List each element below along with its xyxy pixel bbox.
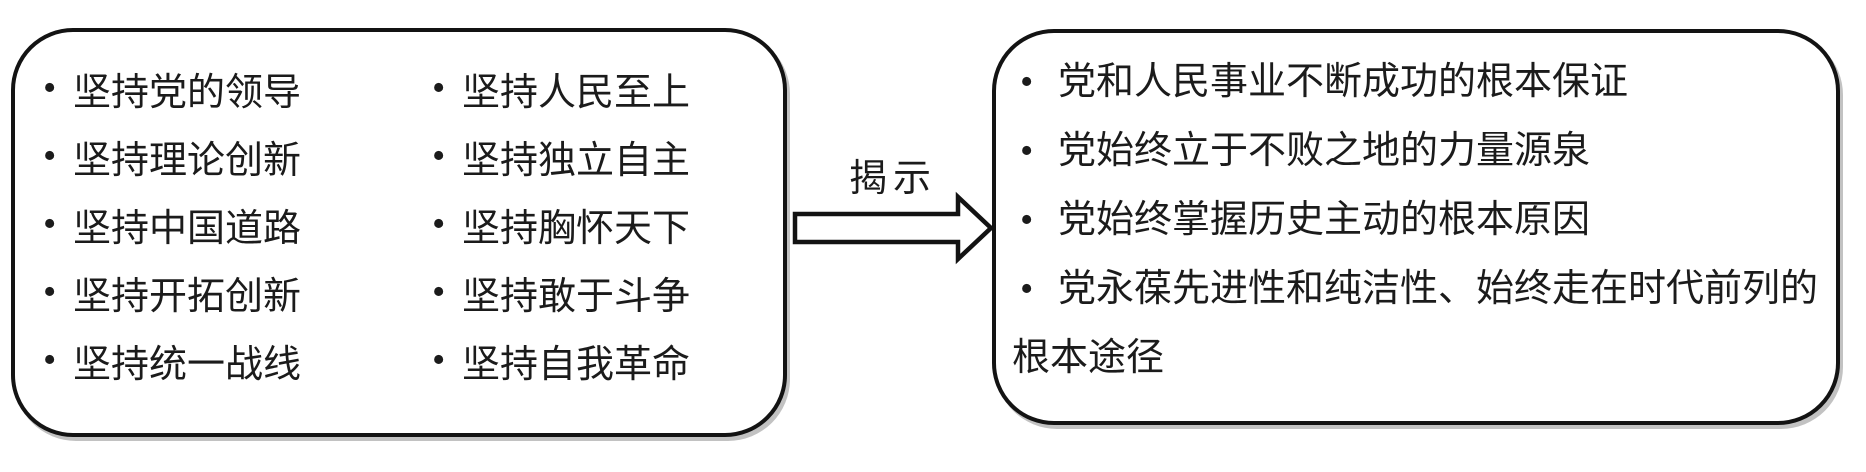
list-item-label: 坚持胸怀天下 xyxy=(462,207,691,250)
list-item-label: 坚持自我革命 xyxy=(462,343,691,386)
list-item: • 坚持自我革命 xyxy=(432,326,690,394)
right-arrow-icon xyxy=(792,191,995,265)
list-item-label: 坚持开拓创新 xyxy=(73,275,302,318)
list-item-label: 坚持独立自主 xyxy=(462,139,691,182)
list-item-label: 坚持党的领导 xyxy=(73,71,302,114)
list-item: • 坚持理论创新 xyxy=(43,122,389,190)
list-item-label: 坚持统一战线 xyxy=(73,343,302,386)
list-item-label: 坚持人民至上 xyxy=(462,71,691,114)
bullet-icon: • xyxy=(43,67,57,109)
bullet-icon: • xyxy=(1020,130,1034,172)
bullet-icon: • xyxy=(1020,199,1034,241)
bullet-icon: • xyxy=(432,135,446,177)
list-item-label: 坚持敢于斗争 xyxy=(462,275,691,318)
right-panel: • 党和人民事业不断成功的根本保证 • 党始终立于不败之地的力量源泉 • 党始终掌握历… xyxy=(992,29,1840,425)
bullet-icon: • xyxy=(432,203,446,245)
list-item-label: 党永葆先进性和纯洁性、始终走在时代前列的 xyxy=(1058,268,1819,310)
bullet-icon: • xyxy=(432,271,446,313)
bullet-icon: • xyxy=(1020,61,1034,103)
bullet-icon: • xyxy=(432,339,446,381)
list-item: • 坚持胸怀天下 xyxy=(432,190,690,258)
list-item-label: 坚持中国道路 xyxy=(73,207,302,250)
bullet-icon: • xyxy=(43,339,57,381)
list-item-label: 党始终立于不败之地的力量源泉 xyxy=(1058,130,1591,172)
list-item: • 党始终掌握历史主动的根本原因 xyxy=(1012,186,1830,255)
left-column-1: • 坚持党的领导 • 坚持理论创新 • 坚持中国道路 • 坚持开拓创新 • 坚持… xyxy=(15,54,389,394)
left-column-2: • 坚持人民至上 • 坚持独立自主 • 坚持胸怀天下 • 坚持敢于斗争 • 坚持… xyxy=(389,54,690,394)
list-item: • 党永葆先进性和纯洁性、始终走在时代前列的 根本途径 xyxy=(1012,255,1830,393)
list-item-label: 坚持理论创新 xyxy=(73,139,302,182)
list-item: • 坚持党的领导 xyxy=(43,54,389,122)
left-panel: • 坚持党的领导 • 坚持理论创新 • 坚持中国道路 • 坚持开拓创新 • 坚持… xyxy=(11,28,787,437)
bullet-icon: • xyxy=(1020,268,1034,310)
list-item-line-1: • 党永葆先进性和纯洁性、始终走在时代前列的 xyxy=(1012,255,1830,324)
list-item: • 坚持中国道路 xyxy=(43,190,389,258)
arrow-label: 揭示 xyxy=(848,158,937,200)
list-item: • 坚持统一战线 xyxy=(43,326,389,394)
list-item-label: 党始终掌握历史主动的根本原因 xyxy=(1058,199,1591,241)
list-item: • 党始终立于不败之地的力量源泉 xyxy=(1012,117,1830,186)
list-item: • 坚持敢于斗争 xyxy=(432,258,690,326)
bullet-icon: • xyxy=(432,67,446,109)
list-item-line-2: 根本途径 xyxy=(1012,337,1165,379)
bullet-icon: • xyxy=(43,271,57,313)
bullet-icon: • xyxy=(43,135,57,177)
list-item: • 坚持独立自主 xyxy=(432,122,690,190)
bullet-icon: • xyxy=(43,203,57,245)
list-item: • 党和人民事业不断成功的根本保证 xyxy=(1012,48,1830,117)
list-item: • 坚持人民至上 xyxy=(432,54,690,122)
list-item-label: 党和人民事业不断成功的根本保证 xyxy=(1058,61,1629,103)
list-item: • 坚持开拓创新 xyxy=(43,258,389,326)
